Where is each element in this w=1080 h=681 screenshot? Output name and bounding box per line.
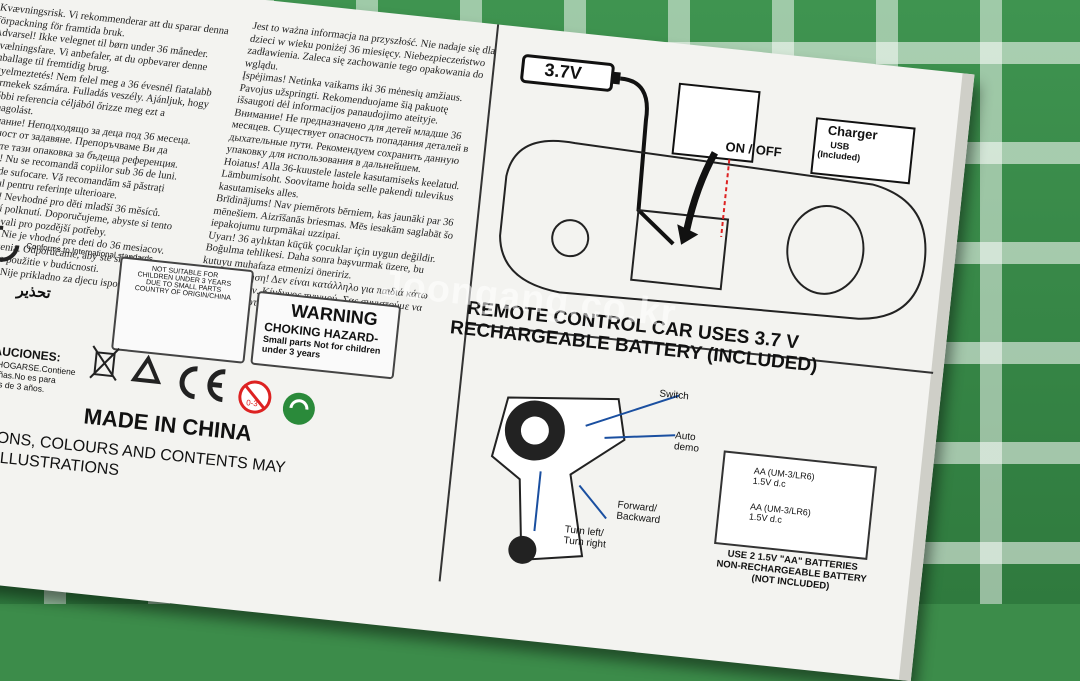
green-dot-icon bbox=[282, 392, 315, 425]
remote-control-diagram bbox=[490, 394, 680, 564]
standards-logo-icon bbox=[0, 225, 20, 262]
wheel-base-icon bbox=[508, 535, 537, 564]
age-restriction-icon bbox=[238, 380, 272, 414]
charger-box bbox=[810, 117, 916, 185]
switch-indicator-line bbox=[720, 159, 731, 238]
battery-wire bbox=[619, 76, 675, 246]
age-mark-label: 0-3 bbox=[245, 398, 259, 409]
weee-bin-icon bbox=[89, 345, 120, 381]
ce-mark-icon bbox=[179, 366, 226, 403]
recycle-icon bbox=[130, 354, 162, 385]
forward-backward-label: Forward/ Backward bbox=[615, 499, 661, 527]
battery-slot bbox=[630, 209, 730, 291]
arabic-warning: تحذير bbox=[15, 281, 52, 303]
car-outline bbox=[499, 139, 927, 320]
battery-voltage-label: 3.7V bbox=[543, 59, 583, 84]
car-chassis-diagram bbox=[499, 54, 927, 320]
auto-demo-label: Auto demo bbox=[673, 430, 700, 455]
rear-wheel bbox=[786, 204, 865, 295]
turn-label: Turn left/ Turn right bbox=[562, 524, 607, 551]
aa-battery-compartment bbox=[714, 450, 878, 560]
front-axle bbox=[551, 219, 590, 258]
toy-box-panel: Kvævningsrisk. Vi rekommenderar att du s… bbox=[0, 0, 975, 681]
insert-arrow bbox=[683, 151, 718, 232]
